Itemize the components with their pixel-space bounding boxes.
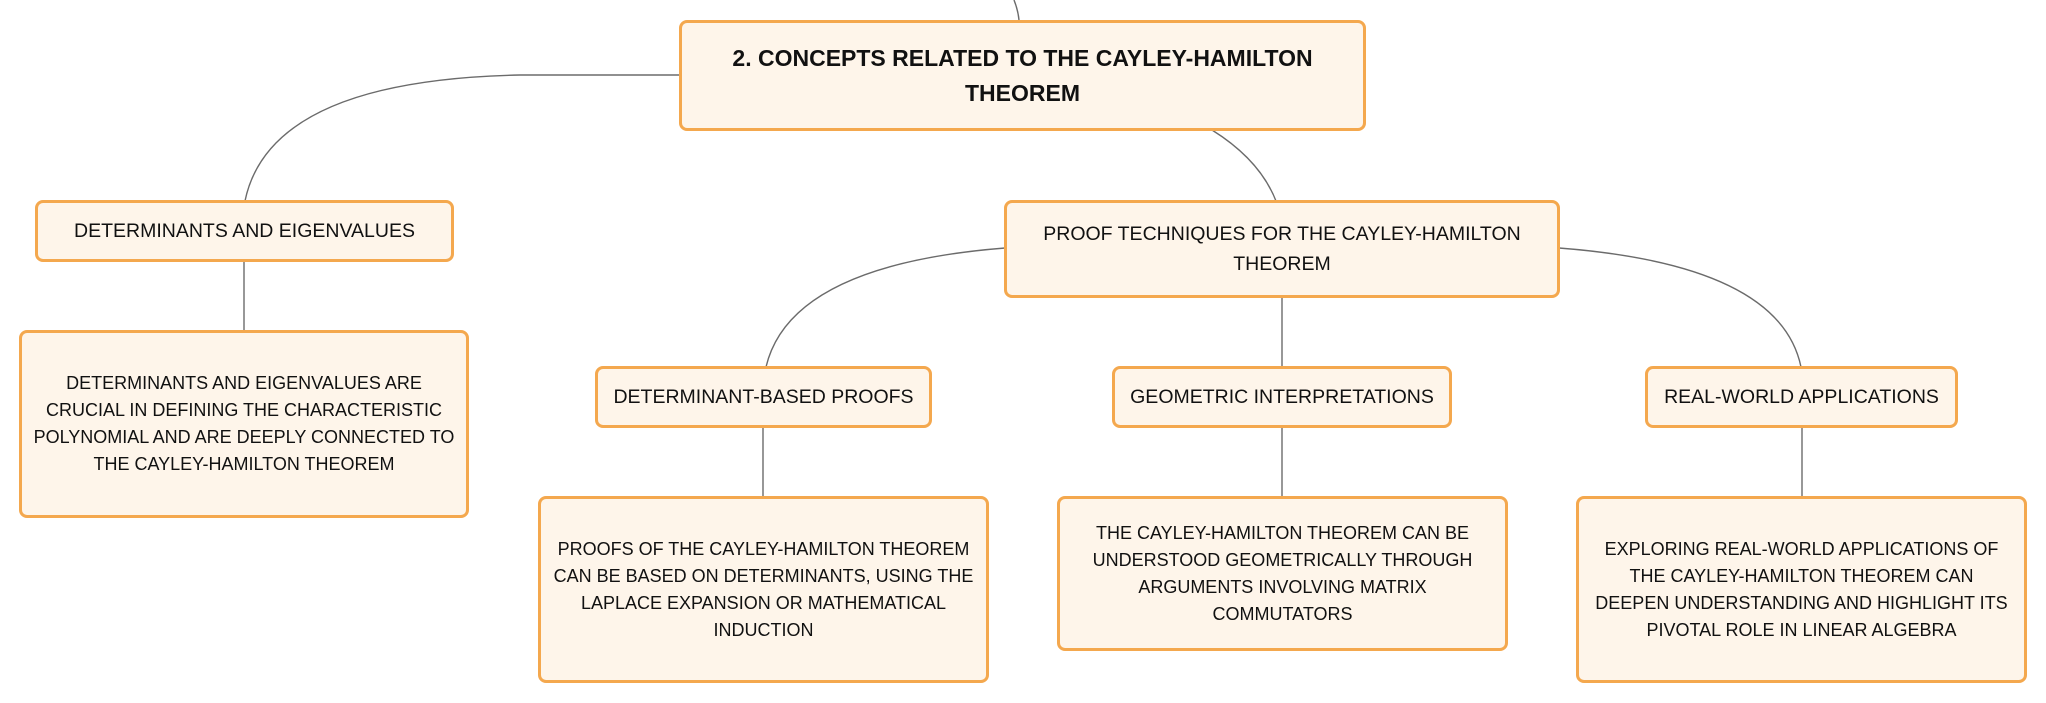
determinants-eigenvalues-node[interactable]: DETERMINANTS AND EIGENVALUES [35,200,454,262]
real-world-applications-description-node[interactable]: EXPLORING REAL-WORLD APPLICATIONS OF THE… [1576,496,2027,683]
determinant-based-proofs-title: DETERMINANT-BASED PROOFS [613,386,914,408]
root-topic-title: 2. CONCEPTS RELATED TO THE CAYLEY-HAMILT… [732,44,1313,106]
determinant-based-proofs-description-node[interactable]: PROOFS OF THE CAYLEY-HAMILTON THEOREM CA… [538,496,989,683]
connector-proof-to-real-world [1558,247,1802,368]
determinant-based-proofs-node[interactable]: DETERMINANT-BASED PROOFS [595,366,932,428]
real-world-applications-title: REAL-WORLD APPLICATIONS [1664,386,1939,408]
root-topic-node[interactable]: 2. CONCEPTS RELATED TO THE CAYLEY-HAMILT… [679,20,1366,131]
determinants-eigenvalues-description-node[interactable]: DETERMINANTS AND EIGENVALUES ARE CRUCIAL… [19,330,469,518]
determinants-eigenvalues-description: DETERMINANTS AND EIGENVALUES ARE CRUCIAL… [33,373,455,474]
connector-proof-to-determinant-based [765,247,1006,368]
determinants-eigenvalues-title: DETERMINANTS AND EIGENVALUES [74,220,415,242]
real-world-applications-node[interactable]: REAL-WORLD APPLICATIONS [1645,366,1958,428]
geometric-interpretations-description-node[interactable]: THE CAYLEY-HAMILTON THEOREM CAN BE UNDER… [1057,496,1508,651]
proof-techniques-title: PROOF TECHNIQUES FOR THE CAYLEY-HAMILTON… [1043,223,1521,275]
geometric-interpretations-title: GEOMETRIC INTERPRETATIONS [1130,386,1434,408]
determinant-based-proofs-description: PROOFS OF THE CAYLEY-HAMILTON THEOREM CA… [553,538,974,640]
geometric-interpretations-node[interactable]: GEOMETRIC INTERPRETATIONS [1112,366,1452,428]
real-world-applications-description: EXPLORING REAL-WORLD APPLICATIONS OF THE… [1595,538,2008,640]
proof-techniques-node[interactable]: PROOF TECHNIQUES FOR THE CAYLEY-HAMILTON… [1004,200,1560,298]
connector-root-to-proof-techniques [1211,129,1277,202]
connector-parent-to-root [1013,0,1020,21]
geometric-interpretations-description: THE CAYLEY-HAMILTON THEOREM CAN BE UNDER… [1092,522,1473,624]
connector-root-to-determinants [244,74,679,202]
